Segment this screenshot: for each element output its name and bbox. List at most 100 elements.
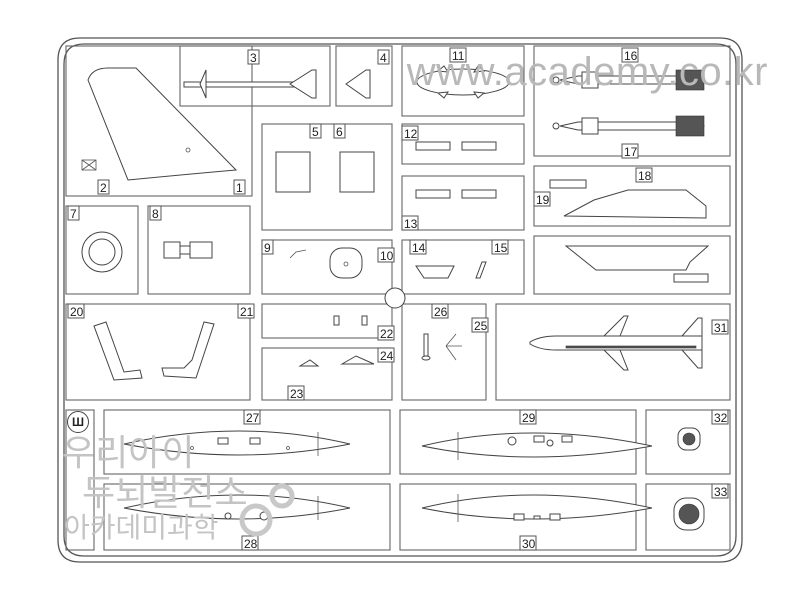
part-number-box bbox=[287, 385, 305, 401]
cell-1-2 bbox=[65, 45, 253, 197]
part-missile-fins-4 bbox=[345, 69, 371, 99]
part-number-box bbox=[97, 179, 110, 195]
part-pylon-12b bbox=[461, 141, 497, 151]
part-number-label: 4 bbox=[380, 51, 387, 65]
sprue-letter-badge: Ш bbox=[67, 411, 89, 433]
part-number-box bbox=[377, 347, 395, 363]
part-number-label: 10 bbox=[380, 249, 394, 263]
part-number-box bbox=[409, 239, 427, 255]
part-number-box bbox=[377, 49, 390, 65]
part-tank-28 bbox=[123, 494, 351, 521]
cell-31 bbox=[495, 303, 731, 401]
part-tank-29 bbox=[421, 432, 653, 460]
part-number-label: 6 bbox=[336, 125, 343, 139]
part-number-box bbox=[309, 123, 322, 139]
part-small-box bbox=[81, 159, 97, 171]
part-number-box bbox=[243, 409, 261, 425]
part-number-label: 20 bbox=[70, 305, 84, 319]
part-number-label: 23 bbox=[290, 387, 304, 401]
part-adapter-19-upper bbox=[549, 179, 587, 189]
part-number-box bbox=[377, 247, 395, 263]
part-plate-10 bbox=[329, 247, 363, 279]
part-number-label: 21 bbox=[240, 305, 254, 319]
cell-29 bbox=[399, 409, 637, 475]
cell-18-19-lower bbox=[533, 235, 731, 295]
cell-3 bbox=[179, 45, 331, 107]
cell-13 bbox=[401, 175, 525, 231]
part-number-box bbox=[401, 125, 419, 141]
part-number-label: 11 bbox=[452, 49, 465, 63]
cell-33 bbox=[645, 483, 731, 551]
part-number-box bbox=[401, 215, 419, 231]
part-number-label: 28 bbox=[244, 537, 258, 551]
part-antenna-23 bbox=[298, 359, 320, 367]
part-wheel-32 bbox=[677, 427, 701, 451]
sprue-inner-frame bbox=[63, 43, 737, 557]
part-number-box bbox=[241, 535, 259, 551]
part-number-label: 7 bbox=[70, 207, 77, 221]
part-number-label: 14 bbox=[412, 241, 426, 255]
part-number-box bbox=[471, 317, 489, 333]
part-wheel-33 bbox=[673, 497, 705, 531]
part-number-label: 3 bbox=[250, 51, 257, 65]
part-number-box bbox=[519, 535, 537, 551]
part-number-box bbox=[67, 205, 80, 221]
part-number-label: 9 bbox=[264, 241, 271, 255]
part-number-box bbox=[621, 143, 639, 159]
cell-8 bbox=[147, 205, 251, 295]
part-number-label: 15 bbox=[494, 241, 508, 255]
cell-7 bbox=[65, 205, 139, 295]
part-number-label: 29 bbox=[522, 411, 536, 425]
part-pylon-13b bbox=[461, 189, 497, 199]
sprue-outer-frame bbox=[57, 37, 743, 563]
part-tray-14 bbox=[415, 265, 455, 279]
part-number-label: 5 bbox=[312, 125, 319, 139]
part-number-label: 8 bbox=[152, 207, 159, 221]
part-number-label: 16 bbox=[624, 49, 638, 63]
part-number-label: 2 bbox=[100, 181, 107, 195]
cell-22 bbox=[261, 303, 393, 339]
cell-23-24 bbox=[261, 347, 393, 401]
part-number-box bbox=[233, 179, 246, 195]
part-missile-3 bbox=[183, 69, 317, 99]
part-number-box bbox=[149, 205, 162, 221]
part-number-box bbox=[711, 409, 729, 425]
part-tank-27 bbox=[123, 430, 351, 456]
part-number-label: 32 bbox=[714, 411, 728, 425]
part-vertical-tail bbox=[87, 67, 238, 181]
part-number-label: 19 bbox=[536, 193, 550, 207]
gear-icon bbox=[239, 483, 295, 537]
part-number-box bbox=[533, 191, 551, 207]
part-bomb-17 bbox=[552, 115, 705, 137]
part-number-label: 31 bbox=[714, 321, 728, 335]
part-lever-9 bbox=[289, 249, 307, 259]
part-bomb-16 bbox=[552, 69, 705, 91]
part-number-label: 17 bbox=[624, 145, 638, 159]
part-number-box bbox=[431, 303, 449, 319]
cell-12 bbox=[401, 123, 525, 165]
part-number-label: 12 bbox=[404, 127, 418, 141]
part-antenna-24 bbox=[340, 355, 375, 365]
cell-badge bbox=[65, 409, 95, 551]
part-fork-25 bbox=[445, 333, 462, 361]
part-number-box bbox=[491, 239, 509, 255]
part-number-label: 24 bbox=[380, 349, 394, 363]
part-bracket-8 bbox=[163, 241, 213, 259]
part-probe-26 bbox=[421, 333, 431, 361]
part-number-label: 33 bbox=[714, 485, 728, 499]
part-seat-21 bbox=[161, 321, 215, 379]
part-number-label: 27 bbox=[246, 411, 260, 425]
part-number-box bbox=[237, 303, 255, 319]
part-pylon-13a bbox=[415, 189, 451, 199]
part-pod-11 bbox=[416, 65, 510, 99]
part-panel-6 bbox=[339, 151, 375, 193]
part-seat-20 bbox=[93, 321, 143, 381]
cell-11 bbox=[401, 45, 525, 117]
part-cylinder-22a bbox=[333, 315, 340, 326]
part-number-box bbox=[449, 47, 467, 63]
part-number-box bbox=[711, 319, 729, 335]
part-cylinder-22b bbox=[361, 315, 368, 326]
part-number-label: 18 bbox=[638, 169, 652, 183]
part-adapter-19-lower bbox=[673, 273, 709, 283]
